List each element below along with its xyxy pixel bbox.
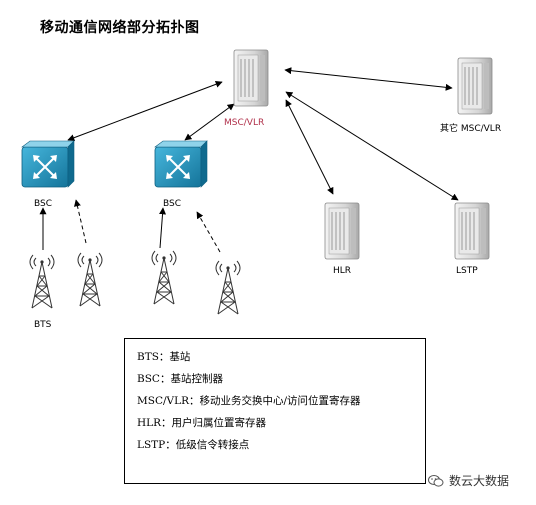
legend-item-lstp: LSTP：低级信令转接点 [137,439,250,451]
other-msc-server-icon [457,57,493,115]
hlr-label: HLR [333,266,352,276]
watermark-text: 数云大数据 [449,474,510,488]
bts1-antenna-icon [29,254,55,309]
lstp-server-icon [454,202,490,260]
watermark: 数云大数据 [428,472,509,489]
hlr-server-icon [324,202,360,260]
link-msc-bsc1 [67,80,223,142]
msc-vlr-server-icon [233,49,269,107]
bts-label: BTS [34,320,52,330]
msc-vlr-label: MSC/VLR [224,118,265,128]
link-bts2-bsc1 [74,199,87,244]
lstp-label: LSTP [456,266,478,276]
link-bts4-bsc2 [196,211,221,253]
connections [39,67,459,253]
link-bts3-bsc2 [159,207,167,249]
bsc1-router-icon [21,140,75,188]
link-msc-hlr [285,99,334,195]
legend-item-bts: BTS：基站 [137,351,191,363]
link-msc-bsc2 [184,103,235,141]
link-msc-lstp [285,91,459,201]
other-msc-label: 其它 MSC/VLR [440,124,502,134]
legend-item-msc-vlr: MSC/VLR：移动业务交换中心/访问位置寄存器 [137,395,361,407]
legend-item-hlr: HLR：用户归属位置寄存器 [137,417,267,429]
bsc1-label: BSC [34,199,53,209]
bsc2-label: BSC [163,199,182,209]
page-title: 移动通信网络部分拓扑图 [40,20,200,36]
bsc2-router-icon [154,140,208,188]
wechat-icon [428,474,444,487]
legend-item-bsc: BSC：基站控制器 [137,373,223,385]
legend-box: BTS：基站 BSC：基站控制器 MSC/VLR：移动业务交换中心/访问位置寄存… [124,338,426,484]
bts3-antenna-icon [151,250,177,305]
bts2-antenna-icon [77,252,103,307]
bts4-antenna-icon [215,260,241,315]
link-msc-other-msc [284,67,453,91]
